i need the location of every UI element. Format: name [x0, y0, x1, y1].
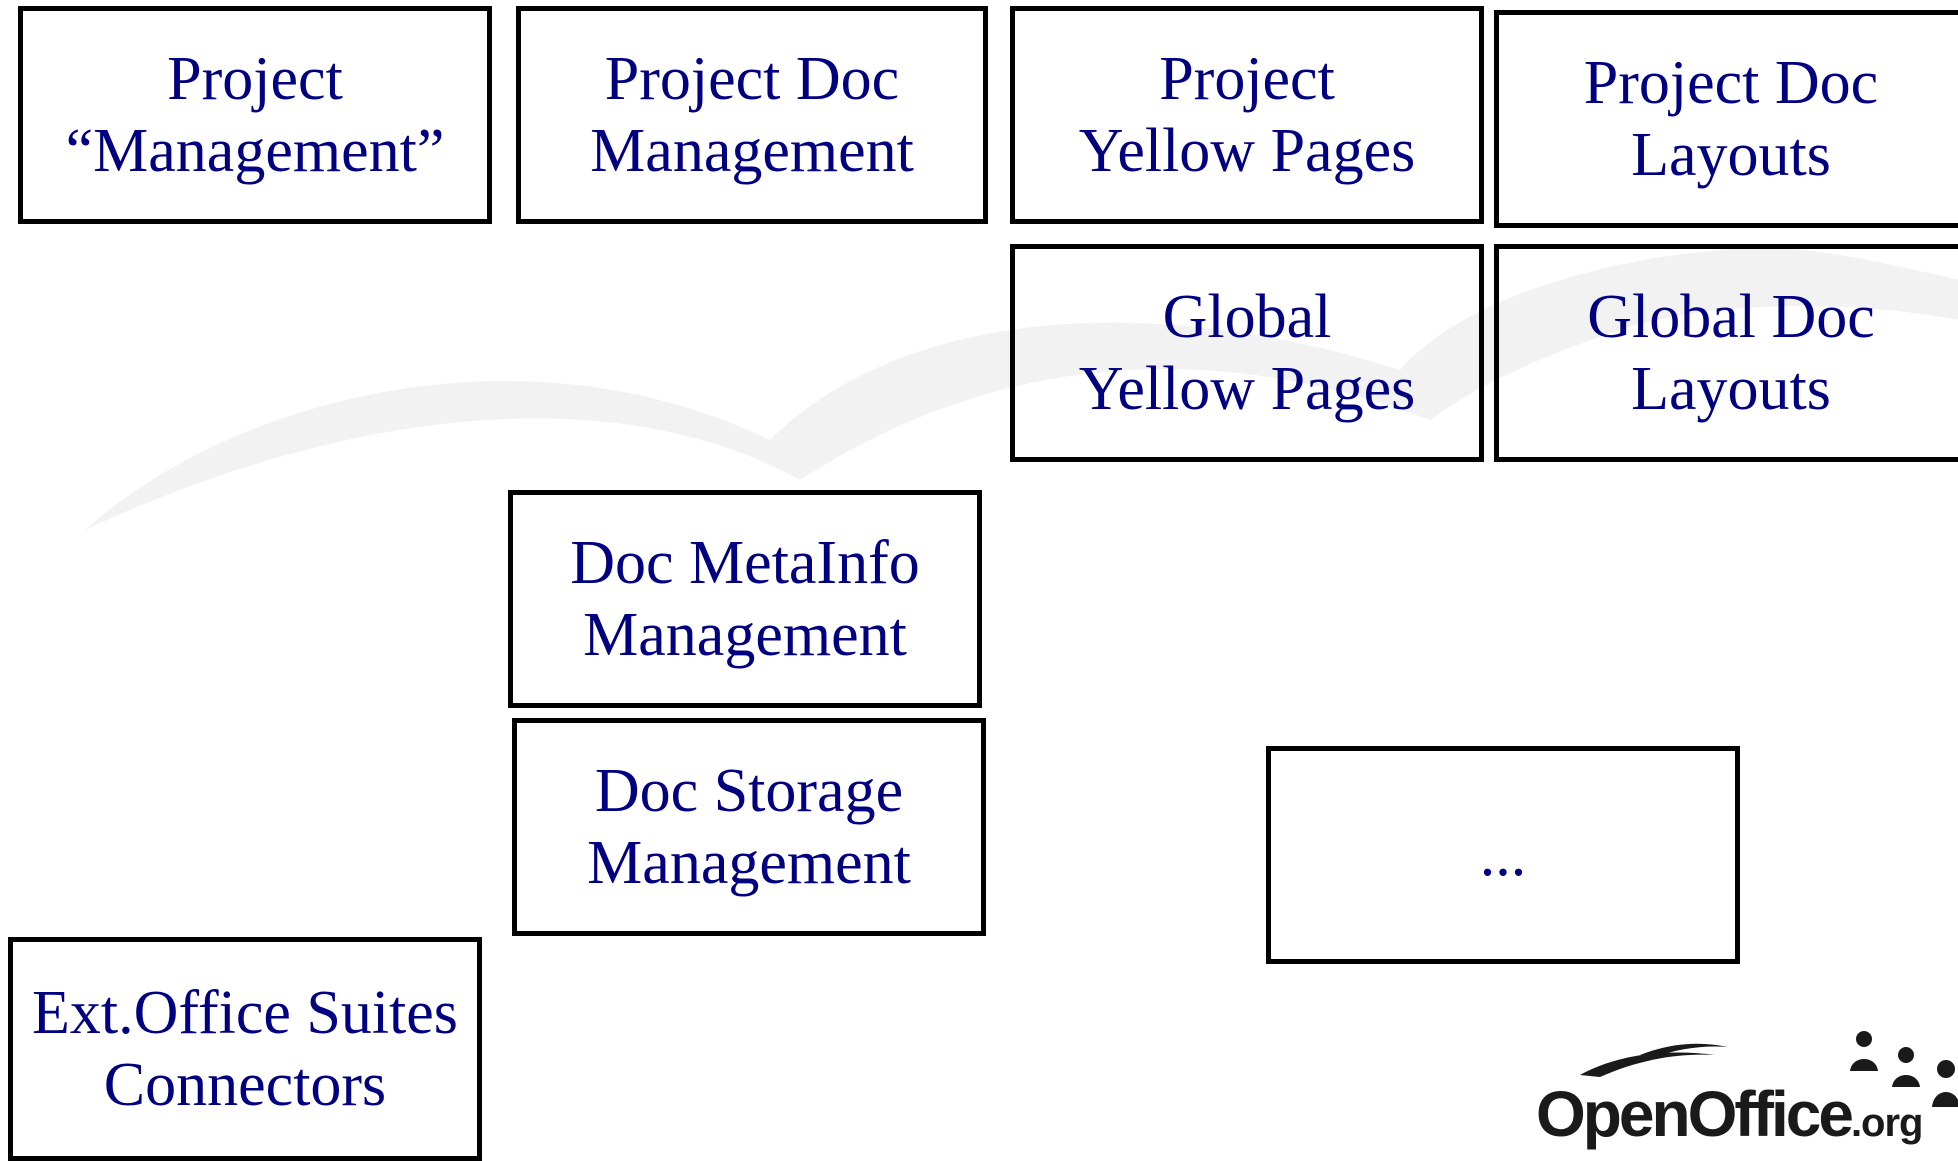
logo-name: OpenOffice	[1536, 1078, 1854, 1150]
project-doc-management-box: Project Doc Management	[516, 6, 988, 224]
project-management-label: Project “Management”	[65, 45, 445, 185]
person-icon	[1898, 1047, 1914, 1063]
project-yellow-pages-label: Project Yellow Pages	[1078, 45, 1416, 185]
doc-storage-management-box: Doc Storage Management	[512, 718, 986, 936]
project-management-box: Project “Management”	[18, 6, 492, 224]
gull-icon	[1640, 1043, 1728, 1057]
global-yellow-pages-box: Global Yellow Pages	[1010, 244, 1484, 462]
ext-office-suites-connectors-box: Ext.Office Suites Connectors	[8, 937, 482, 1161]
openoffice-logo-icon	[1580, 1031, 1958, 1107]
project-doc-layouts-box: Project Doc Layouts	[1494, 10, 1958, 228]
doc-metainfo-management-label: Doc MetaInfo Management	[570, 529, 920, 669]
project-doc-layouts-label: Project Doc Layouts	[1583, 49, 1879, 189]
doc-metainfo-management-box: Doc MetaInfo Management	[508, 490, 982, 708]
openoffice-logo: OpenOffice.org	[1530, 1025, 1958, 1151]
project-yellow-pages-box: Project Yellow Pages	[1010, 6, 1484, 224]
global-doc-layouts-label: Global Doc Layouts	[1587, 283, 1875, 423]
ellipsis-label: ...	[1479, 821, 1527, 889]
seagull-watermark-shape	[85, 247, 1958, 530]
person-icon	[1937, 1060, 1955, 1078]
ellipsis-box: ...	[1266, 746, 1740, 964]
openoffice-logo-text: OpenOffice.org	[1536, 1077, 1924, 1160]
project-doc-management-label: Project Doc Management	[590, 45, 914, 185]
logo-suffix: .org	[1850, 1101, 1924, 1145]
ext-office-suites-connectors-label: Ext.Office Suites Connectors	[32, 979, 458, 1119]
global-doc-layouts-box: Global Doc Layouts	[1494, 244, 1958, 462]
gull-icon	[1580, 1052, 1715, 1077]
person-icon	[1856, 1031, 1872, 1047]
doc-storage-management-label: Doc Storage Management	[587, 757, 911, 897]
global-yellow-pages-label: Global Yellow Pages	[1078, 283, 1416, 423]
